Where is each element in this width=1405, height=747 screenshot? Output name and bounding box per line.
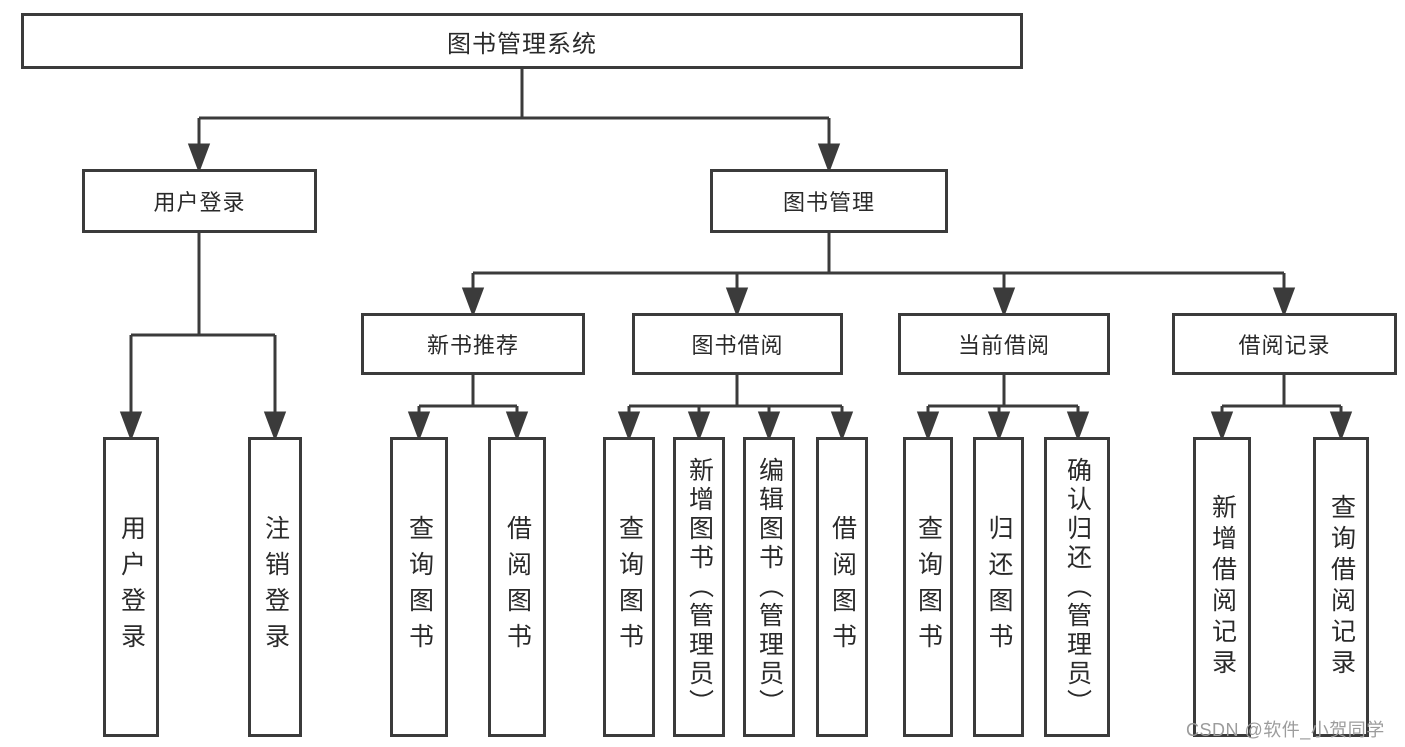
arrow-down-icon — [461, 287, 485, 318]
arrow-down-icon — [407, 411, 431, 442]
node-root: 图书管理系统 — [21, 13, 1023, 69]
connector-book-borrow — [627, 375, 844, 413]
connector-root — [197, 69, 831, 145]
arrow-down-icon — [830, 411, 854, 442]
node-user-login: 用户登录 — [82, 169, 317, 233]
leaf-current-query-label: 查询图书 — [914, 515, 943, 659]
watermark-text: CSDN @软件_小贺同学 — [1186, 720, 1385, 740]
leaf-borrow-book: 借阅图书 — [816, 437, 868, 737]
arrow-down-icon — [992, 287, 1016, 318]
leaf-add-book-admin-label: 新增图书（管理员） — [685, 456, 714, 718]
leaf-newbooks-borrow: 借阅图书 — [488, 437, 546, 737]
arrow-down-icon — [916, 411, 940, 442]
node-book-borrow: 图书借阅 — [632, 313, 843, 375]
connector-borrow-records — [1220, 375, 1343, 413]
arrow-down-icon — [1210, 411, 1234, 442]
connector-current-borrow — [926, 375, 1080, 413]
leaf-user-login: 用户登录 — [103, 437, 159, 737]
leaf-add-book-admin: 新增图书（管理员） — [673, 437, 725, 737]
arrow-down-icon — [687, 411, 711, 442]
arrow-down-icon — [1329, 411, 1353, 442]
leaf-add-borrow-record: 新增借阅记录 — [1193, 437, 1251, 737]
arrow-down-icon — [263, 411, 287, 442]
node-borrow-records: 借阅记录 — [1172, 313, 1397, 375]
node-current-borrow-label: 当前借阅 — [957, 333, 1050, 358]
arrow-down-icon — [725, 287, 749, 318]
connector-book-management — [471, 233, 1286, 289]
connector-user-login — [129, 233, 277, 413]
leaf-edit-book-admin: 编辑图书（管理员） — [743, 437, 795, 737]
arrow-down-icon — [757, 411, 781, 442]
node-root-label: 图书管理系统 — [447, 30, 597, 58]
leaf-confirm-return-admin: 确认归还（管理员） — [1044, 437, 1110, 737]
leaf-edit-book-admin-label: 编辑图书（管理员） — [755, 456, 784, 718]
leaf-logout-label: 注销登录 — [261, 515, 290, 659]
arrow-down-icon — [505, 411, 529, 442]
connector-new-books — [417, 375, 519, 413]
leaf-query-borrow-record-label: 查询借阅记录 — [1327, 494, 1356, 680]
leaf-borrow-book-label: 借阅图书 — [828, 515, 857, 659]
arrow-down-icon — [187, 143, 211, 174]
arrow-down-icon — [119, 411, 143, 442]
arrow-down-icon — [1272, 287, 1296, 318]
node-book-borrow-label: 图书借阅 — [691, 333, 784, 358]
leaf-borrow-query-label: 查询图书 — [615, 515, 644, 659]
node-new-books-label: 新书推荐 — [426, 333, 519, 358]
leaf-logout: 注销登录 — [248, 437, 302, 737]
node-current-borrow: 当前借阅 — [898, 313, 1110, 375]
leaf-borrow-query: 查询图书 — [603, 437, 655, 737]
leaf-newbooks-query: 查询图书 — [390, 437, 448, 737]
leaf-query-borrow-record: 查询借阅记录 — [1313, 437, 1369, 737]
leaf-add-borrow-record-label: 新增借阅记录 — [1208, 494, 1237, 680]
leaf-confirm-return-admin-label: 确认归还（管理员） — [1063, 456, 1092, 718]
leaf-user-login-label: 用户登录 — [117, 515, 146, 659]
node-borrow-records-label: 借阅记录 — [1238, 333, 1331, 358]
leaf-current-query: 查询图书 — [903, 437, 953, 737]
node-new-books: 新书推荐 — [361, 313, 585, 375]
node-user-login-label: 用户登录 — [153, 190, 246, 215]
leaf-return-book: 归还图书 — [973, 437, 1024, 737]
leaf-newbooks-borrow-label: 借阅图书 — [503, 515, 532, 659]
arrow-down-icon — [987, 411, 1011, 442]
arrow-down-icon — [1066, 411, 1090, 442]
arrow-down-icon — [817, 143, 841, 174]
leaf-return-book-label: 归还图书 — [985, 515, 1013, 659]
node-book-management-label: 图书管理 — [782, 190, 875, 215]
leaf-newbooks-query-label: 查询图书 — [405, 515, 434, 659]
node-book-management: 图书管理 — [710, 169, 948, 233]
arrow-down-icon — [617, 411, 641, 442]
